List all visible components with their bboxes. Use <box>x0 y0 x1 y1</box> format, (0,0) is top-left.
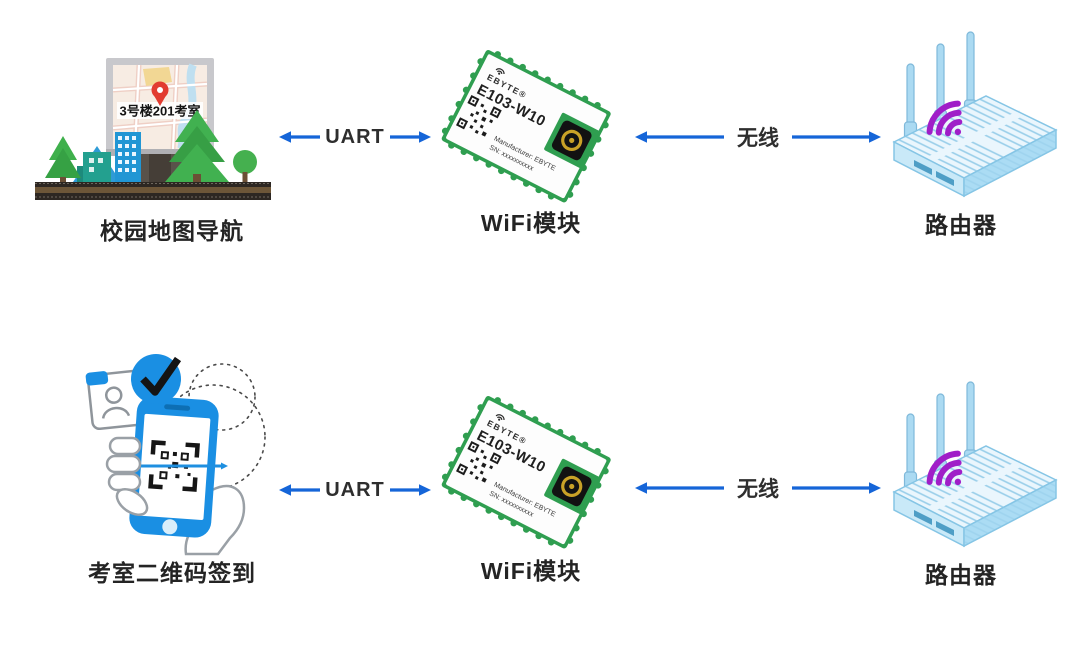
arrow-right-icon <box>792 131 881 143</box>
ground <box>35 182 271 200</box>
router-caption-row2: 路由器 <box>925 562 997 588</box>
uart-link-row2: UART <box>279 475 431 505</box>
arrow-right-icon <box>792 482 881 494</box>
scene-caption-campus-map: 校园地图导航 <box>100 218 244 244</box>
billboard: 3号楼201考室 <box>106 58 214 156</box>
router-illustration <box>892 31 1058 198</box>
uart-link-row1: UART <box>279 122 431 152</box>
arrow-left-icon <box>279 484 320 496</box>
arrow-left-icon <box>635 131 724 143</box>
billboard-room-label: 3号楼201考室 <box>120 104 201 119</box>
uart-label: UART <box>325 478 385 501</box>
module-caption-row1: WiFi模块 <box>480 210 582 236</box>
wireless-link-row1: 无线 <box>635 122 881 152</box>
router-caption-row1: 路由器 <box>925 212 997 238</box>
antenna-connector <box>544 458 600 514</box>
city-buildings <box>73 132 141 182</box>
pcb-castellated-pads <box>441 51 609 200</box>
map-pin-icon <box>151 81 169 106</box>
phone-qr-code <box>148 440 200 492</box>
trees <box>45 110 257 184</box>
wireless-label: 无线 <box>737 478 779 501</box>
router-body <box>892 95 1058 198</box>
wifi-signal-icon <box>926 100 963 137</box>
campus-map-billboard-illustration: 3号楼201考室 <box>35 58 271 200</box>
wifi-module-illustration: EBYTE® E103-W10 Manufacturer: EBYTE SN: … <box>441 50 611 203</box>
wireless-link-row2: 无线 <box>635 473 881 503</box>
arrow-left-icon <box>279 131 320 143</box>
router-illustration <box>892 381 1058 548</box>
map-block <box>143 67 172 86</box>
arrow-right-icon <box>389 484 431 496</box>
phone-qr-signin-illustration <box>85 354 266 556</box>
module-qr-code <box>456 94 502 137</box>
hand-fingers <box>105 436 149 516</box>
wifi-module-illustration: EBYTE® E103-W10 Manufacturer: EBYTE SN: … <box>441 396 611 549</box>
uart-label: UART <box>325 125 385 148</box>
module-qr-code <box>456 440 502 483</box>
antenna-connector <box>544 112 600 168</box>
scene-caption-qr-signin: 考室二维码签到 <box>88 560 256 586</box>
wifi-signal-icon <box>926 450 963 487</box>
check-badge-icon <box>131 354 182 404</box>
arrow-right-icon <box>389 131 431 143</box>
arrow-left-icon <box>635 482 724 494</box>
router-body <box>892 445 1058 548</box>
module-caption-row2: WiFi模块 <box>480 558 582 584</box>
wireless-label: 无线 <box>737 127 779 150</box>
